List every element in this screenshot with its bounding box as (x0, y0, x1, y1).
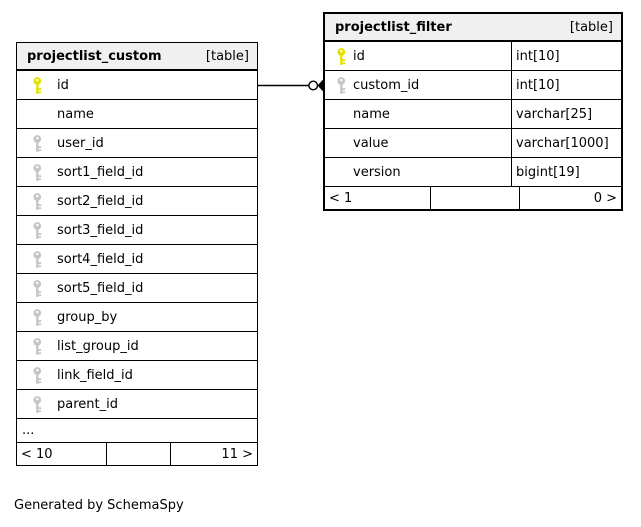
column-name-cell: id (325, 42, 511, 70)
footer-spacer (430, 187, 519, 209)
zero-or-one-circle (308, 80, 319, 91)
column-row-sort3_field_id: sort3_field_id (17, 216, 257, 245)
column-row-sort1_field_id: sort1_field_id (17, 158, 257, 187)
no-key-spacer (337, 106, 346, 123)
column-row-list_group_id: list_group_id (17, 332, 257, 361)
column-name-cell: parent_id (17, 390, 257, 418)
column-row-group_by: group_by (17, 303, 257, 332)
column-name-cell: version (325, 158, 511, 186)
column-name-cell: sort3_field_id (17, 216, 257, 244)
column-name: sort1_field_id (57, 164, 144, 180)
foreign-key-icon (337, 76, 346, 94)
arrowhead-icon (317, 78, 324, 93)
column-row-id: id (17, 71, 257, 100)
foreign-key-icon (33, 279, 42, 297)
column-type: bigint[19] (511, 158, 621, 186)
column-name: name (57, 106, 94, 122)
column-row-sort2_field_id: sort2_field_id (17, 187, 257, 216)
no-key-spacer (337, 135, 346, 152)
table-name: projectlist_filter (335, 19, 452, 35)
foreign-key-icon (33, 366, 42, 384)
column-name: link_field_id (57, 367, 133, 383)
foreign-key-icon (33, 308, 42, 326)
column-name-cell: custom_id (325, 71, 511, 99)
column-type: int[10] (511, 42, 621, 70)
foreign-key-icon (33, 134, 42, 152)
column-name-cell: link_field_id (17, 361, 257, 389)
column-row-link_field_id: link_field_id (17, 361, 257, 390)
primary-key-icon (337, 47, 346, 65)
column-name: sort4_field_id (57, 251, 144, 267)
table-footer: < 1 0 > (325, 187, 621, 209)
column-name: id (57, 77, 69, 93)
column-name-cell: value (325, 129, 511, 157)
column-name: parent_id (57, 396, 118, 412)
column-name: name (353, 106, 390, 122)
foreign-key-icon (33, 250, 42, 268)
column-name-cell: name (17, 100, 257, 128)
column-row-sort4_field_id: sort4_field_id (17, 245, 257, 274)
column-name: sort5_field_id (57, 280, 144, 296)
column-name: value (353, 135, 389, 151)
column-name-cell: sort2_field_id (17, 187, 257, 215)
footer-right-count: 0 > (519, 187, 621, 209)
no-key-spacer (337, 164, 346, 181)
column-name-cell: group_by (17, 303, 257, 331)
column-name: id (353, 48, 365, 64)
column-row-custom_id: custom_id int[10] (325, 71, 621, 100)
table-footer: < 10 11 > (17, 443, 257, 465)
footer-right-count: 11 > (170, 443, 257, 465)
table-type-tag: [table] (569, 19, 613, 35)
column-name-cell: id (17, 71, 257, 99)
column-row-id: id int[10] (325, 42, 621, 71)
no-key-spacer (33, 106, 42, 123)
column-type: int[10] (511, 71, 621, 99)
column-row-user_id: user_id (17, 129, 257, 158)
foreign-key-icon (33, 395, 42, 413)
column-name-cell: list_group_id (17, 332, 257, 360)
ellipsis-row: ... (17, 419, 257, 443)
column-name: sort2_field_id (57, 193, 144, 209)
column-rows: id int[10] custom_id int[10] name varchar[25]… (325, 42, 621, 187)
column-type: varchar[25] (511, 100, 621, 128)
column-name-cell: sort4_field_id (17, 245, 257, 273)
column-row-sort5_field_id: sort5_field_id (17, 274, 257, 303)
generated-by-note: Generated by SchemaSpy (14, 498, 184, 513)
footer-left-count: < 1 (329, 190, 353, 206)
column-name-cell: sort5_field_id (17, 274, 257, 302)
relationship-connector (257, 78, 324, 93)
foreign-key-icon (33, 163, 42, 181)
column-row-parent_id: parent_id (17, 390, 257, 419)
column-row-version: version bigint[19] (325, 158, 621, 187)
primary-key-icon (33, 76, 42, 94)
table-header: projectlist_custom [table] (17, 43, 257, 71)
column-name: group_by (57, 309, 118, 325)
column-rows: id name user_id sort1_field_id sort2_field_i… (17, 71, 257, 419)
table-header: projectlist_filter [table] (325, 14, 621, 42)
column-name-cell: sort1_field_id (17, 158, 257, 186)
foreign-key-icon (33, 221, 42, 239)
column-name: custom_id (353, 77, 420, 93)
table-node-projectlist-custom[interactable]: projectlist_custom [table] id name user_id… (16, 42, 258, 466)
foreign-key-icon (33, 192, 42, 210)
column-name-cell: user_id (17, 129, 257, 157)
column-row-name: name (17, 100, 257, 129)
table-name: projectlist_custom (27, 48, 162, 64)
column-name-cell: name (325, 100, 511, 128)
column-name: user_id (57, 135, 104, 151)
column-type: varchar[1000] (511, 129, 621, 157)
footer-spacer (106, 443, 170, 465)
column-name: list_group_id (57, 338, 139, 354)
column-name: version (353, 164, 401, 180)
column-name: sort3_field_id (57, 222, 144, 238)
column-row-value: value varchar[1000] (325, 129, 621, 158)
footer-left-count: < 10 (21, 446, 53, 462)
table-type-tag: [table] (205, 48, 249, 64)
foreign-key-icon (33, 337, 42, 355)
column-row-name: name varchar[25] (325, 100, 621, 129)
